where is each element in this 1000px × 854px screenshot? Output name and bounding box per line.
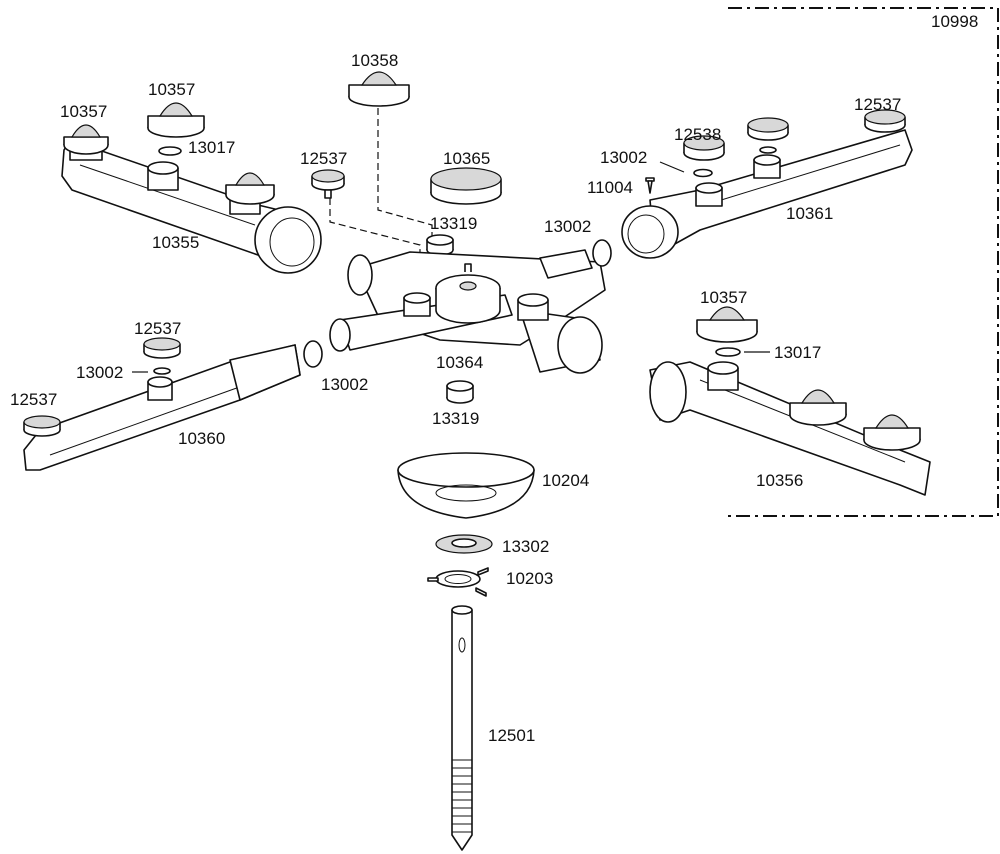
nozzle-12537-left-end xyxy=(23,415,61,437)
label-10357-c: 10357 xyxy=(700,288,747,307)
label-12501: 12501 xyxy=(488,726,535,745)
nozzle-10357-c xyxy=(696,306,758,343)
label-10203: 10203 xyxy=(506,569,553,588)
label-13002-c: 13002 xyxy=(76,363,123,382)
oring-13002-hub-left xyxy=(303,340,323,368)
arm-10356 xyxy=(649,361,931,496)
nozzle-10361-mid xyxy=(747,117,789,141)
label-13319-b: 13319 xyxy=(432,409,479,428)
label-10204: 10204 xyxy=(542,471,589,490)
assembly-boundary-10998 xyxy=(728,7,999,517)
nozzle-10358 xyxy=(348,71,410,107)
cap-10365 xyxy=(430,167,502,205)
label-10364: 10364 xyxy=(436,353,483,372)
oring-13017-a xyxy=(158,146,182,156)
arm-10361 xyxy=(621,129,913,259)
label-13319-a: 13319 xyxy=(430,214,477,233)
label-12537-c: 12537 xyxy=(134,319,181,338)
washer-13302 xyxy=(435,534,493,554)
label-13302: 13302 xyxy=(502,537,549,556)
nozzle-arm-10355-right xyxy=(225,172,275,205)
bowl-10204 xyxy=(397,452,535,519)
clip-10203 xyxy=(427,567,489,597)
arm-10355 xyxy=(61,139,322,274)
label-13017-b: 13017 xyxy=(774,343,821,362)
label-13002-b: 13002 xyxy=(544,217,591,236)
nozzle-12537-top-right xyxy=(864,109,906,133)
hub-10364 xyxy=(329,249,606,374)
label-10356: 10356 xyxy=(756,471,803,490)
oring-13017-b xyxy=(715,347,741,357)
label-10358: 10358 xyxy=(351,51,398,70)
label-10357-b: 10357 xyxy=(60,102,107,121)
nozzle-12538 xyxy=(683,135,725,161)
label-10355: 10355 xyxy=(152,233,199,252)
label-11004: 11004 xyxy=(587,178,633,197)
nozzle-10357-a xyxy=(63,124,109,155)
oring-13002-left-arm xyxy=(153,367,171,375)
label-12537-d: 12537 xyxy=(10,390,57,409)
arm-10360 xyxy=(23,344,301,471)
nozzle-10356-mid xyxy=(789,389,847,426)
label-13002-d: 13002 xyxy=(321,375,368,394)
alignment-line-10358 xyxy=(377,108,433,262)
oring-13002-right-arm xyxy=(693,168,713,178)
oring-10361-mid xyxy=(759,146,777,154)
label-13017-a: 13017 xyxy=(188,138,235,157)
screw-11004 xyxy=(645,177,655,194)
oring-13002-hub-right xyxy=(592,239,612,267)
label-10360: 10360 xyxy=(178,429,225,448)
leader-13002-right xyxy=(659,161,685,173)
nozzle-10357-b xyxy=(147,102,205,138)
label-12537-b: 12537 xyxy=(854,95,901,114)
nozzle-12537-left-mid xyxy=(143,337,181,359)
label-10365: 10365 xyxy=(443,149,490,168)
nozzle-12537-center xyxy=(311,169,345,199)
label-13002-a: 13002 xyxy=(600,148,647,167)
label-12537-a: 12537 xyxy=(300,149,347,168)
label-12538: 12538 xyxy=(674,125,721,144)
label-10361: 10361 xyxy=(786,204,833,223)
label-10998: 10998 xyxy=(931,12,978,31)
bushing-13319-b xyxy=(446,380,474,404)
shaft-12501 xyxy=(451,605,473,851)
alignment-line-12537 xyxy=(329,198,421,290)
bushing-13319-a xyxy=(426,234,454,256)
nozzle-10356-end xyxy=(863,414,921,451)
label-10357-a: 10357 xyxy=(148,80,195,99)
